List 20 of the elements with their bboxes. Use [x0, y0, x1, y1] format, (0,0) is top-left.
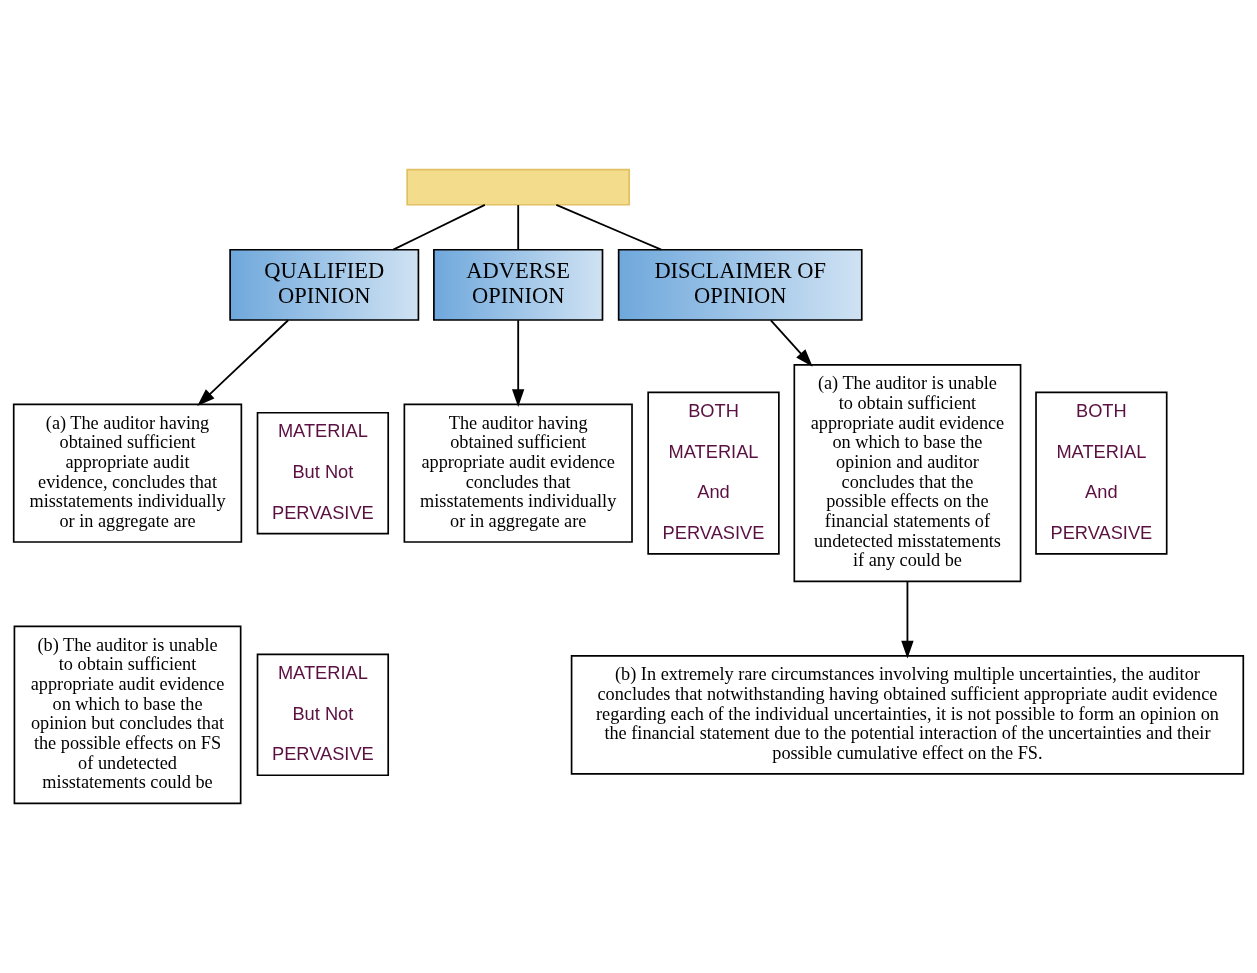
node-box: (b) In extremely rare circumstances involving multiple uncertainties, the auditor concludes that notwithstanding having obtained sufficient appropriate audit evidence regarding each of the individual uncertainties, it is not possible to form an opinion on the financial statement due to the potential interaction of the uncertainties and their possible cumulative effect on the FS.: [570, 655, 1245, 775]
node-box: (b) The auditor is unable to obtain sufficient appropriate audit evidence on which to base the opinion but concludes that the possible effects on FS of undetected misstatements could be: [13, 625, 242, 805]
node-box: BOTH MATERIAL And PERVASIVE: [1035, 391, 1168, 555]
connector: [517, 204, 520, 251]
node-box: (a) The auditor is unable to obtain sufficient appropriate audit evidence on which to base the opinion and auditor concludes that the possible effects on the financial statements of undetected misstatements if any could be: [793, 364, 1022, 583]
connector: [392, 203, 486, 251]
node-box: QUALIFIED OPINION: [229, 248, 420, 321]
node-box: MATERIAL But Not PERVASIVE: [256, 653, 390, 777]
node-box: ADVERSE OPINION: [433, 248, 604, 321]
node-box: MATERIAL But Not PERVASIVE: [256, 411, 390, 535]
arrow: [197, 319, 290, 407]
arrow: [512, 319, 525, 407]
node-box: BOTH MATERIAL And PERVASIVE: [647, 391, 780, 555]
node-box: The auditor having obtained sufficient appropriate audit evidence concludes that misstatements individually or in aggregate are: [403, 403, 633, 543]
arrow: [901, 580, 914, 659]
node-box: (a) The auditor having obtained sufficient appropriate audit evidence, concludes that misstatements individually or in aggregate are: [12, 403, 243, 543]
node-box: [406, 168, 631, 206]
arrow: [769, 319, 813, 367]
connector: [555, 203, 663, 251]
node-box: DISCLAIMER OF OPINION: [617, 248, 863, 321]
